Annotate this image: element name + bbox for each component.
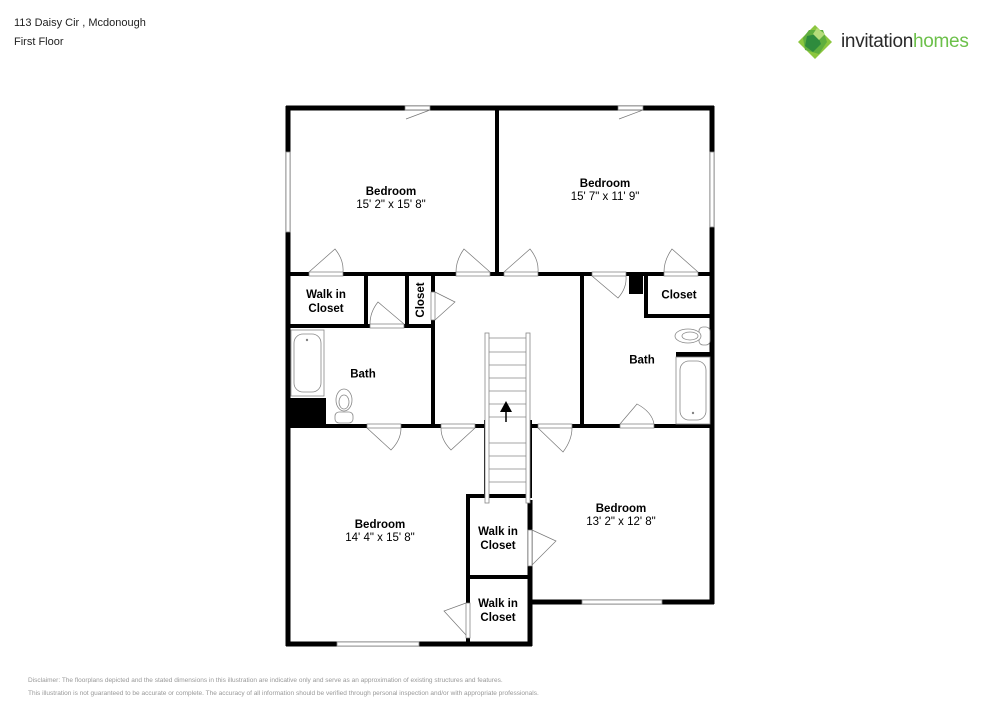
- logo-wordmark: invitationhomes: [841, 31, 969, 52]
- disclaimer-line-1: Disclaimer: The floorplans depicted and …: [28, 677, 503, 684]
- toilet-right: [674, 326, 711, 346]
- room-label-walk-in-closet-top-left: Walk in Closet: [306, 289, 346, 315]
- room-label-closet-center: Closet: [415, 282, 427, 318]
- room-label-walk-in-closet-bottom: Walk in Closet: [478, 598, 518, 624]
- property-address: 113 Daisy Cir , Mcdonough: [14, 17, 146, 29]
- toilet-left: [334, 388, 354, 424]
- chase-block: [288, 398, 326, 426]
- room-label-bedroom-top-right: Bedroom 15' 7" x 11' 9": [570, 178, 640, 203]
- room-label-bath-right: Bath: [629, 354, 655, 367]
- disclaimer-line-2: This illustration is not guaranteed to b…: [28, 690, 539, 697]
- floor-label: First Floor: [14, 36, 64, 48]
- room-label-bedroom-bottom-left: Bedroom 14' 4" x 15' 8": [345, 519, 415, 544]
- disclaimer: Disclaimer: The floorplans depicted and …: [28, 674, 539, 700]
- staircase: [484, 332, 531, 504]
- chase-block: [629, 274, 643, 294]
- room-label-closet-right: Closet: [661, 289, 697, 302]
- header: 113 Daisy Cir , Mcdonough First Floor: [14, 14, 146, 52]
- room-label-bath-left: Bath: [350, 368, 376, 381]
- room-label-bedroom-top-left: Bedroom 15' 2" x 15' 8": [356, 186, 426, 211]
- bathtub-right: [675, 356, 711, 425]
- doors: [308, 105, 699, 639]
- company-logo: invitationhomes: [797, 24, 969, 60]
- windows: [285, 151, 715, 647]
- stair-arrow-icon: [500, 401, 512, 422]
- invitation-homes-logo-icon: [798, 25, 832, 59]
- room-label-bedroom-bottom-right: Bedroom 13' 2" x 12' 8": [586, 503, 656, 528]
- tub-wall: [676, 353, 712, 357]
- room-label-walk-in-closet-mid: Walk in Closet: [478, 526, 518, 552]
- bathtub-left: [290, 329, 325, 397]
